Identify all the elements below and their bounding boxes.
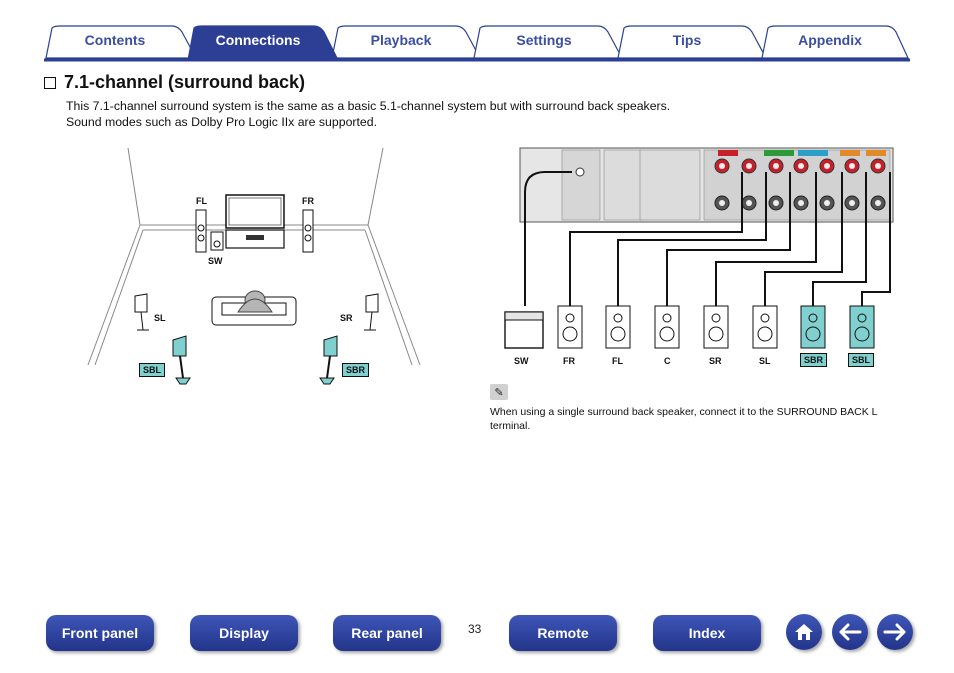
sbr-speaker-icon [800,305,826,349]
surround-right-speaker-icon [364,293,379,331]
conn-label-fr: FR [563,356,575,366]
remote-button[interactable]: Remote [509,615,617,651]
front-right-speaker-icon [302,209,314,253]
back-arrow-icon[interactable] [832,614,868,650]
subwoofer-icon [210,231,224,251]
intro-line-2: Sound modes such as Dolby Pro Logic IIx … [66,115,378,129]
fl-speaker-icon [605,305,631,349]
sl-speaker-icon [752,305,778,349]
receiver-rear-panel [519,147,894,223]
sw-speaker-icon [504,311,544,349]
surround-left-speaker-icon [134,293,149,331]
tv-icon [225,194,285,249]
tab-shapes [44,25,910,62]
label-fr: FR [302,196,314,206]
speaker-row [504,305,875,349]
c-speaker-icon [654,305,680,349]
display-button[interactable]: Display [190,615,298,651]
conn-label-sw: SW [514,356,529,366]
conn-label-fl: FL [612,356,623,366]
intro-text: This 7.1-channel surround system is the … [66,98,670,130]
sr-speaker-icon [703,305,729,349]
tab-label-tips[interactable]: Tips [672,32,702,48]
tab-bar: Contents Connections Playback Settings T… [0,0,954,64]
speaker-cables [524,171,891,306]
label-sw: SW [208,256,223,266]
tab-playback[interactable] [331,25,482,59]
fr-speaker-icon [557,305,583,349]
label-sbl: SBL [139,363,165,377]
label-sbr: SBR [342,363,370,377]
surround-back-left-speaker-icon [172,335,191,385]
sbl-speaker-icon [849,305,875,349]
tab-label-playback[interactable]: Playback [370,32,432,48]
tab-label-appendix[interactable]: Appendix [798,32,862,48]
index-button[interactable]: Index [653,615,761,651]
conn-label-sbl: SBL [848,353,874,367]
section-heading: 7.1-channel (surround back) [44,72,305,93]
label-fl: FL [196,196,207,206]
speaker-terminals [575,158,886,211]
tab-tips[interactable] [617,25,768,59]
tab-contents[interactable] [45,25,198,59]
front-left-speaker-icon [195,209,207,253]
sofa-icon [211,290,297,326]
label-sl: SL [154,313,166,323]
front-panel-button[interactable]: Front panel [46,615,154,651]
conn-label-sl: SL [759,356,771,366]
forward-arrow-icon[interactable] [877,614,913,650]
conn-label-sr: SR [709,356,722,366]
surround-back-right-speaker-icon [319,335,338,385]
room-diagram [87,147,421,366]
pencil-note-icon: ✎ [490,384,508,400]
rear-panel-button[interactable]: Rear panel [333,615,441,651]
home-icon[interactable] [786,614,822,650]
label-sr: SR [340,313,353,323]
tab-appendix[interactable] [761,25,909,59]
tab-connections[interactable] [187,25,339,61]
checkbox-icon [44,76,56,89]
intro-line-1: This 7.1-channel surround system is the … [66,99,671,113]
page-number: 33 [468,622,482,636]
conn-label-c: C [664,356,671,366]
tab-settings[interactable] [473,25,624,59]
conn-label-sbr: SBR [800,353,828,367]
tab-label-settings[interactable]: Settings [516,32,572,48]
note-text: When using a single surround back speake… [490,406,878,432]
page-title: 7.1-channel (surround back) [64,72,306,92]
tab-label-connections[interactable]: Connections [215,32,301,48]
tab-label-contents[interactable]: Contents [84,32,146,48]
